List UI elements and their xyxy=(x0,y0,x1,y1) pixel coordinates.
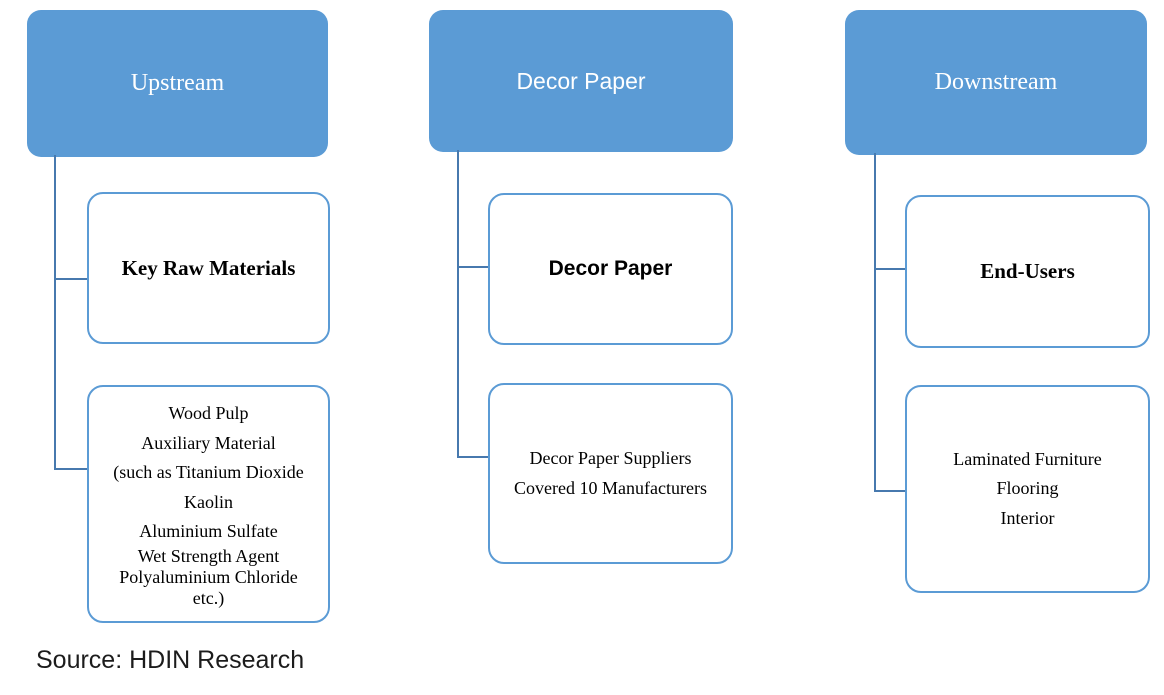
connector-decor-paper-trunk xyxy=(457,150,459,458)
raw-material-line: Wet Strength Agent xyxy=(137,546,280,567)
connector-decor-paper-branch-2 xyxy=(457,456,488,458)
raw-material-line: Aluminium Sulfate xyxy=(139,521,278,542)
connector-downstream-branch-2 xyxy=(874,490,905,492)
box-key-raw-materials: Key Raw Materials xyxy=(87,192,330,344)
connector-decor-paper-branch-1 xyxy=(457,266,488,268)
end-user-line: Interior xyxy=(1000,507,1055,528)
header-upstream-label: Upstream xyxy=(130,70,225,96)
header-downstream-label: Downstream xyxy=(934,69,1058,95)
connector-downstream-branch-1 xyxy=(874,268,905,270)
raw-material-line: Auxiliary Material xyxy=(141,432,276,453)
connector-upstream-branch-1 xyxy=(54,278,87,280)
box-end-users-title: End-Users xyxy=(980,259,1075,283)
source-caption: Source: HDIN Research xyxy=(36,646,305,674)
header-decor-paper-label: Decor Paper xyxy=(516,67,646,94)
box-end-users: End-Users xyxy=(905,195,1150,348)
box-decor-paper-title: Decor Paper xyxy=(548,257,673,280)
end-user-line: Laminated Furniture xyxy=(953,448,1102,469)
supplier-line: Decor Paper Suppliers xyxy=(529,448,692,469)
box-decor-paper: Decor Paper xyxy=(488,193,733,345)
box-raw-materials-list: Wood Pulp Auxiliary Material (such as Ti… xyxy=(87,385,330,623)
box-decor-paper-suppliers: Decor Paper Suppliers Covered 10 Manufac… xyxy=(488,383,733,564)
connector-downstream-trunk xyxy=(874,153,876,492)
box-end-user-list: Laminated Furniture Flooring Interior xyxy=(905,385,1150,593)
raw-material-line: Wood Pulp xyxy=(168,403,249,424)
raw-material-line: Polyaluminium Chloride xyxy=(119,567,298,588)
box-key-raw-materials-title: Key Raw Materials xyxy=(121,255,296,280)
raw-material-line: Kaolin xyxy=(184,491,233,512)
supplier-line: Covered 10 Manufacturers xyxy=(514,477,707,498)
raw-material-line: (such as Titanium Dioxide xyxy=(113,462,304,483)
raw-material-line: etc.) xyxy=(192,587,225,608)
connector-upstream-branch-2 xyxy=(54,468,87,470)
header-upstream: Upstream xyxy=(27,10,328,157)
end-user-line: Flooring xyxy=(996,478,1059,499)
header-downstream: Downstream xyxy=(845,10,1147,155)
connector-upstream-trunk xyxy=(54,155,56,470)
header-decor-paper: Decor Paper xyxy=(429,10,733,152)
